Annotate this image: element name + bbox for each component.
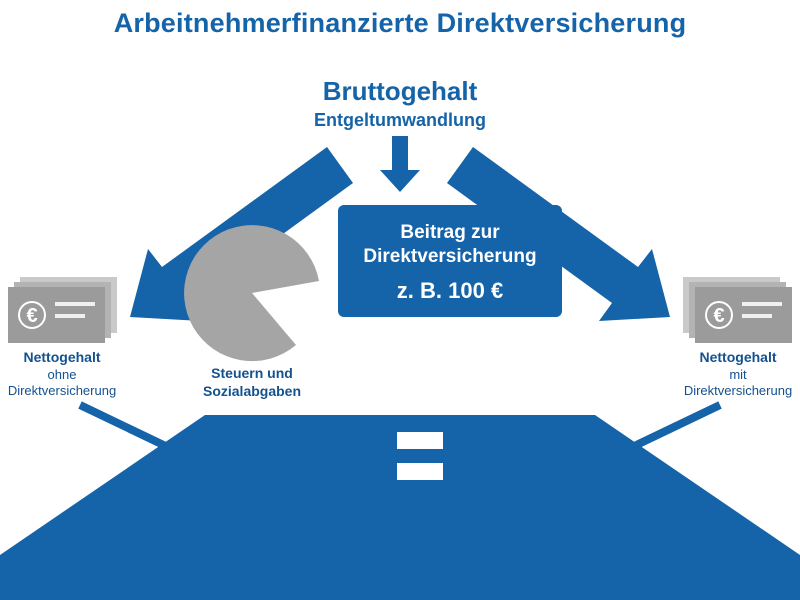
page-title: Arbeitnehmerfinanzierte Direktversicheru… xyxy=(113,8,687,38)
equals-bar-top xyxy=(397,432,443,449)
right-result-line3: Direktversicherung xyxy=(684,383,792,398)
note-line xyxy=(742,302,782,306)
down-arrow-head xyxy=(380,170,420,192)
equals-bar-bottom xyxy=(397,463,443,480)
gross-salary-label: Bruttogehalt xyxy=(323,76,478,106)
contribution-label-line1: Beitrag zur xyxy=(400,222,500,243)
euro-circle xyxy=(705,301,733,329)
contribution-box xyxy=(338,205,562,317)
contribution-label-line2: Direktversicherung xyxy=(363,246,536,267)
taxes-pie-icon xyxy=(184,225,319,362)
right-result-line1: Nettogehalt xyxy=(700,349,777,365)
bottom-band xyxy=(0,415,800,600)
euro-circle xyxy=(18,301,46,329)
euro-symbol: € xyxy=(26,305,37,327)
down-arrow-shaft xyxy=(392,136,408,170)
euro-notes-right-icon: € xyxy=(683,277,792,343)
taxes-label-line2: Sozialabgaben xyxy=(203,383,301,399)
contribution-value: z. B. 100 € xyxy=(397,278,503,303)
taxes-label-line1: Steuern und xyxy=(211,365,293,381)
euro-symbol: € xyxy=(713,305,724,327)
note-line xyxy=(55,302,95,306)
left-result-line2: ohne xyxy=(48,367,77,382)
note-line xyxy=(742,314,772,318)
right-result-line2: mit xyxy=(729,367,747,382)
salary-conversion-label: Entgeltumwandlung xyxy=(314,110,486,130)
left-result-line1: Nettogehalt xyxy=(24,349,101,365)
left-result-line3: Direktversicherung xyxy=(8,383,116,398)
equals-sign-icon xyxy=(397,432,443,480)
euro-notes-left-icon: € xyxy=(8,277,117,343)
note-line xyxy=(55,314,85,318)
